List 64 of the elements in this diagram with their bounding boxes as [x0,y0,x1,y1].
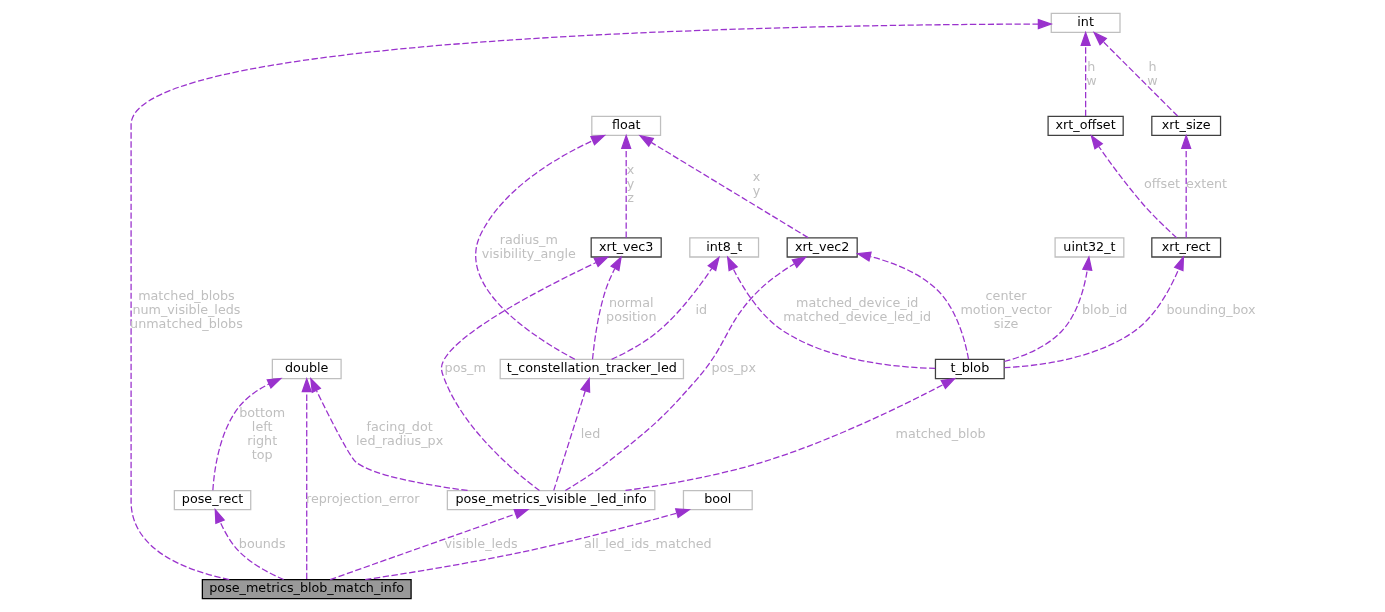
edge-label: visible_leds [444,535,518,551]
edge-label: offset [1143,175,1180,191]
edge-label: blob_id [1081,301,1127,317]
node-box: xrt_vec2 [786,237,858,258]
node-box: double [271,358,342,380]
node-box: float [590,115,661,137]
node-box: xrt_offset [1046,115,1124,137]
arrow [214,508,284,581]
node-box: pose_metrics_visible _led_info [446,489,655,511]
edge-label: h w [1085,58,1097,88]
node-box: xrt_size [1150,115,1221,137]
node-box: int [1050,12,1121,33]
arrow [1092,31,1178,117]
node-box: t_blob [934,358,1005,380]
node-box: uint32_t [1053,237,1124,258]
node-box: int8_t [688,237,759,258]
edge-label: all_led_ids_matched [583,535,712,551]
edge-label: matched_blobs num_visible_leds unmatched_blobs [129,287,243,331]
arrow [610,255,720,361]
arrow [564,256,807,492]
arrow [211,377,282,491]
arrow [1079,30,1091,117]
arrow [1003,255,1184,369]
arrow [726,255,936,369]
arrow [129,18,1053,581]
arrow [364,508,691,581]
arrow [1089,134,1177,239]
edge-label: matched_blob [895,425,986,441]
node-box: xrt_rect [1150,237,1221,258]
edge-label: facing_dot led_radius_px [355,418,443,448]
edge-label: extent [1185,175,1227,191]
arrow [1003,255,1092,363]
edge-label: normal position [605,294,656,324]
arrow [624,377,956,492]
edge-label: radius_m visibility_angle [481,231,576,261]
arrow [1180,133,1192,239]
edge-label: pos_m [444,360,486,376]
node-box: bool [682,489,753,511]
node-box: pose_metrics_blob_match_info [201,579,412,600]
node-box: pose_rect [173,489,251,511]
edge-label: x y [752,168,760,198]
edge-label: x y z [626,161,634,205]
edge-label: bounding_box [1165,301,1256,317]
arrow [474,134,606,360]
edge-label: reprojection_error [305,491,419,507]
node-box: xrt_vec3 [590,237,662,258]
edge-label: bottom left right top [238,404,285,462]
arrow [855,251,969,360]
arrow [329,509,530,581]
arrow [620,133,632,239]
arrow [300,377,312,580]
edge-label: bounds [238,535,286,551]
edge-label: pos_px [711,360,756,376]
arrow [552,376,590,491]
edge-label: matched_device_id matched_device_led_id [782,294,931,324]
edge-label: led [580,425,600,441]
node-box: t_constellation_tracker_led [499,358,684,380]
edge-label: center motion_vector size [959,287,1052,331]
arrow [309,377,468,492]
arrow [591,255,622,360]
arrow [638,134,809,239]
arrow [440,256,609,492]
edge-label: h w [1146,58,1158,88]
edge-label: id [694,301,707,317]
